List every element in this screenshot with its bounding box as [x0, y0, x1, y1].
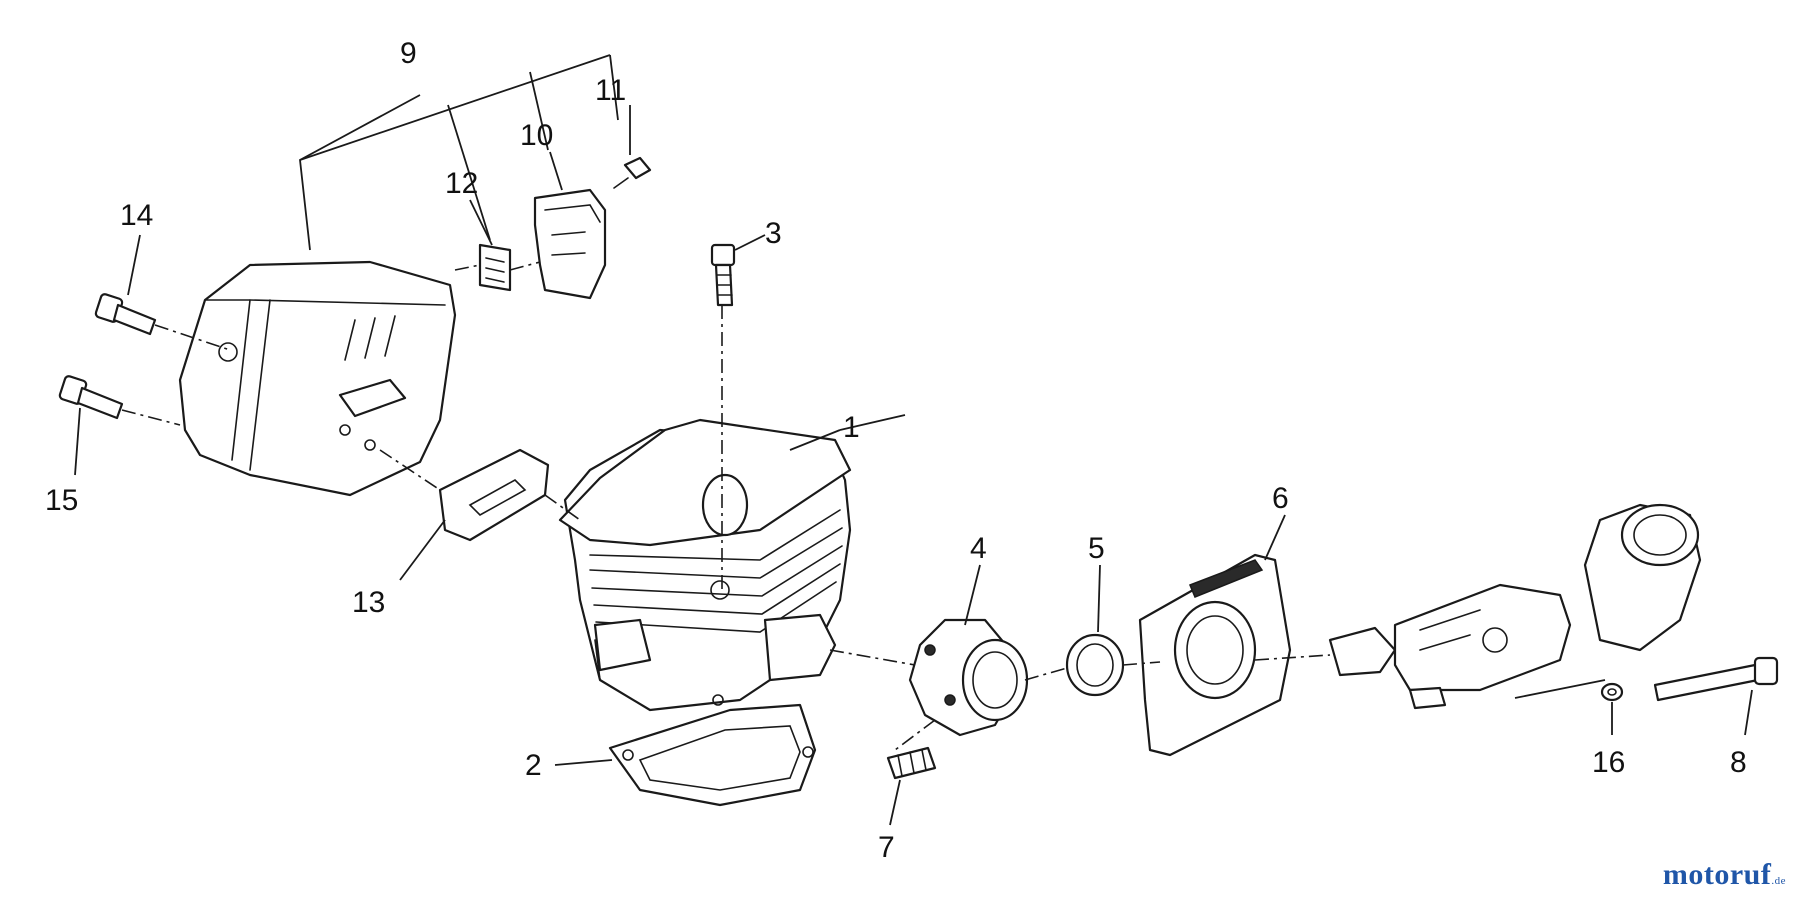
- leader-lines: [74, 54, 1753, 826]
- cylinder-gasket: [608, 703, 817, 807]
- callout-1: 1: [843, 411, 860, 444]
- callout-15: 15: [45, 484, 78, 517]
- callout-4: 4: [970, 532, 987, 565]
- spark-screen: [478, 243, 512, 292]
- muffler-bolt-upper: [94, 293, 157, 336]
- callout-3: 3: [765, 217, 782, 250]
- cylinder-bolt: [710, 243, 736, 307]
- callout-16: 16: [1592, 746, 1625, 779]
- deflector-screw: [613, 156, 652, 189]
- intake-manifold: [908, 618, 1029, 737]
- callout-5: 5: [1088, 532, 1105, 565]
- cylinder: [558, 418, 852, 712]
- intake-ring: [1065, 633, 1125, 697]
- callout-7: 7: [878, 831, 895, 864]
- muffler-deflector: [533, 188, 607, 300]
- watermark-suffix: .de: [1771, 875, 1786, 887]
- carburetor: [1328, 583, 1572, 710]
- carburetor-bolt: [1653, 656, 1779, 702]
- washer: [1600, 682, 1624, 702]
- watermark-logo: motoruf.de: [1663, 858, 1786, 892]
- callout-labels: 9 11 10 12 14 3 1 15 6 5 4 13 2 16 8 7: [45, 37, 1747, 864]
- carburetor-gasket-plate: [1138, 553, 1292, 757]
- intake-bolt: [886, 746, 937, 780]
- watermark-name: motoruf: [1662, 858, 1772, 891]
- muffler-gasket: [438, 448, 550, 542]
- assembly-lines: [121, 261, 1331, 751]
- callout-12: 12: [445, 167, 478, 200]
- callout-14: 14: [120, 199, 153, 232]
- callout-8: 8: [1730, 746, 1747, 779]
- callout-10: 10: [520, 119, 553, 152]
- callout-2: 2: [525, 749, 542, 782]
- muffler-cover: [178, 260, 457, 497]
- muffler-bolt-lower: [58, 375, 124, 420]
- callout-13: 13: [352, 586, 385, 619]
- callout-9: 9: [400, 37, 417, 70]
- callout-6: 6: [1272, 482, 1289, 515]
- air-intake-elbow: [1583, 503, 1702, 652]
- callout-11: 11: [595, 74, 626, 107]
